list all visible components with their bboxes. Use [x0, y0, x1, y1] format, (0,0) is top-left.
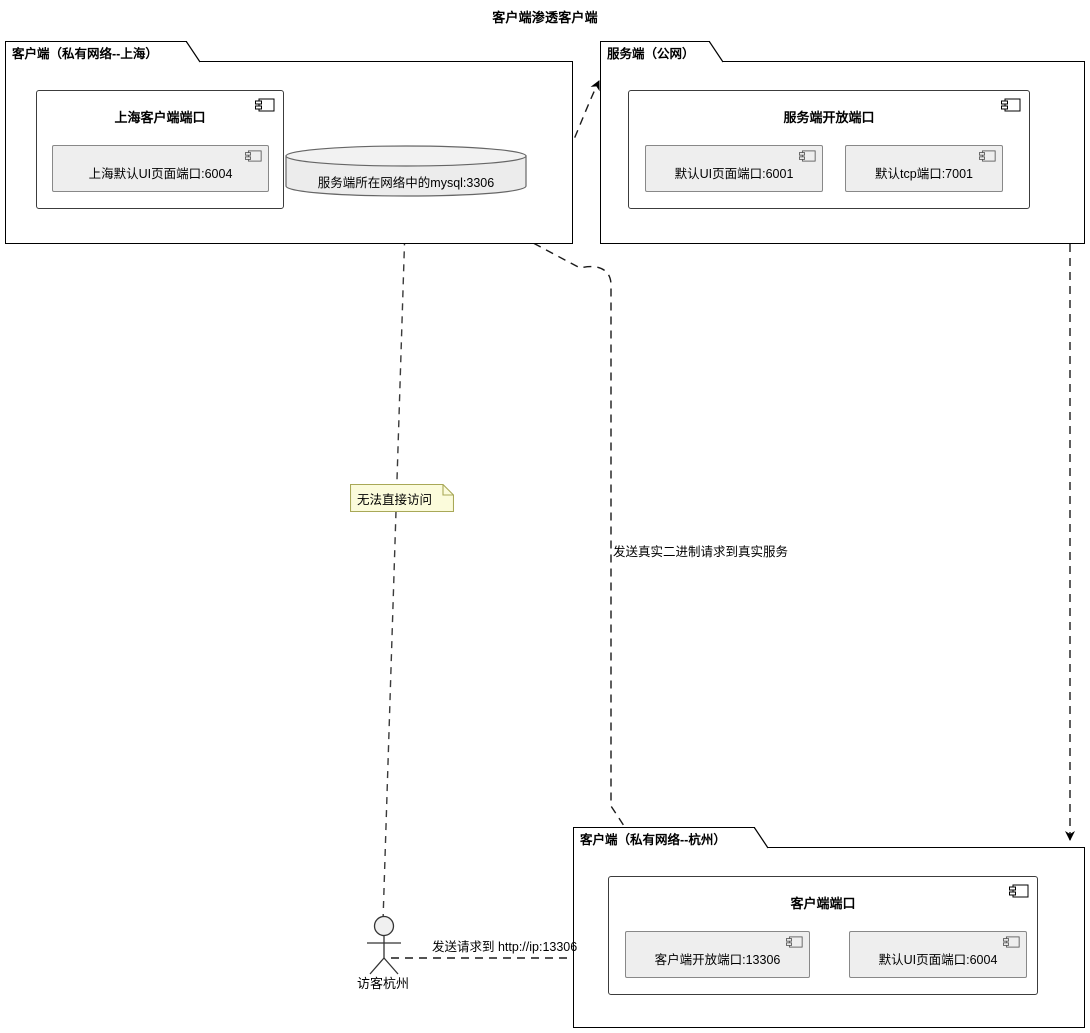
component-hangzhou-client-ports[interactable]: 客户端端口 客户端开放端口:13306 默认UI页面端口:6004 [608, 876, 1038, 995]
package-tab-client-hangzhou: 客户端（私有网络--杭州） [573, 827, 755, 848]
page-title: 客户端渗透客户端 [492, 10, 598, 25]
port-server-tcp[interactable]: 默认tcp端口:7001 [845, 145, 1003, 192]
edge-actor-to-mysql [382, 195, 407, 922]
component-icon [799, 150, 816, 162]
database-server-network-mysql[interactable]: 服务端所在网络中的mysql:3306 [285, 145, 527, 197]
port-label-server-ui: 默认UI页面端口:6001 [674, 167, 794, 181]
component-icon [786, 936, 803, 948]
package-tab-client-shanghai: 客户端（私有网络--上海） [5, 41, 187, 62]
component-shanghai-client-ports[interactable]: 上海客户端端口 上海默认UI页面端口:6004 [36, 90, 284, 209]
package-client-hangzhou[interactable]: 客户端（私有网络--杭州） 客户端端口 客户端开放端口:13306 [573, 827, 1085, 1028]
actor-visitor-hangzhou[interactable]: 访客杭州 [357, 915, 409, 995]
component-title-server: 服务端开放端口 [783, 110, 875, 125]
package-label-client-hangzhou: 客户端（私有网络--杭州） [580, 832, 726, 847]
component-title-hangzhou: 客户端端口 [790, 896, 856, 911]
actor-stick-figure-icon [367, 915, 401, 975]
package-label-client-shanghai: 客户端（私有网络--上海） [12, 46, 158, 61]
port-hangzhou-open[interactable]: 客户端开放端口:13306 [625, 931, 810, 978]
component-icon [979, 150, 996, 162]
note-text: 无法直接访问 [357, 493, 433, 507]
database-label: 服务端所在网络中的mysql:3306 [317, 176, 495, 190]
port-label-shanghai-ui: 上海默认UI页面端口:6004 [88, 167, 233, 181]
port-shanghai-ui[interactable]: 上海默认UI页面端口:6004 [52, 145, 269, 192]
component-icon [1009, 884, 1029, 898]
package-tab-slant-shanghai [186, 41, 200, 63]
component-icon [255, 98, 275, 112]
edge-label-binary-request: 发送真实二进制请求到真实服务 [613, 545, 789, 559]
package-tab-slant-hangzhou [754, 827, 768, 849]
component-server-open-ports[interactable]: 服务端开放端口 默认UI页面端口:6001 默认tcp端口:7001 [628, 90, 1030, 209]
actor-label: 访客杭州 [356, 976, 409, 991]
port-label-server-tcp: 默认tcp端口:7001 [875, 167, 973, 181]
component-title-shanghai: 上海客户端端口 [114, 110, 206, 125]
port-label-hangzhou-open: 客户端开放端口:13306 [654, 953, 781, 967]
edge-label-http-request: 发送请求到 http://ip:13306 [432, 940, 578, 954]
port-label-hangzhou-ui: 默认UI页面端口:6004 [878, 953, 998, 967]
port-server-ui[interactable]: 默认UI页面端口:6001 [645, 145, 823, 192]
package-tab-slant-server [709, 41, 723, 63]
package-label-server-public: 服务端（公网） [607, 46, 695, 61]
component-icon [1001, 98, 1021, 112]
note-no-direct-access[interactable]: 无法直接访问 [349, 483, 455, 513]
package-client-shanghai[interactable]: 客户端（私有网络--上海） 上海客户端端口 上海默认UI页面端口:6004 [5, 41, 573, 244]
port-hangzhou-ui[interactable]: 默认UI页面端口:6004 [849, 931, 1027, 978]
component-icon [1003, 936, 1020, 948]
component-icon [245, 150, 262, 162]
package-server-public[interactable]: 服务端（公网） 服务端开放端口 默认UI页面端口:6001 [600, 41, 1085, 244]
package-tab-server-public: 服务端（公网） [600, 41, 710, 62]
